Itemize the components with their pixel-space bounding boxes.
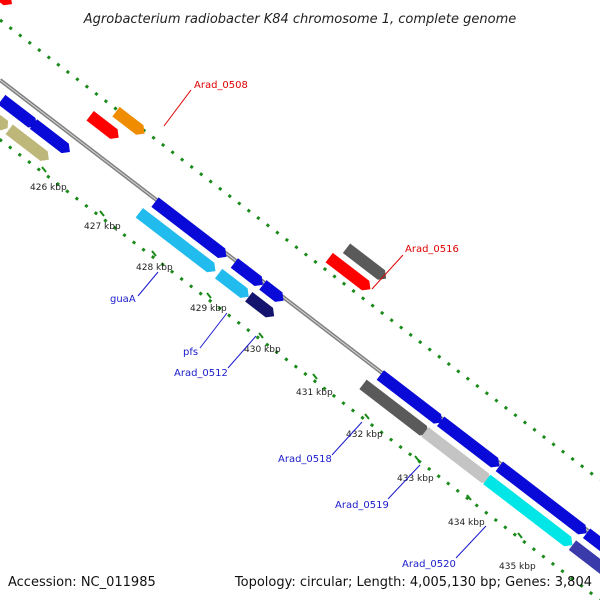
callout-line-arad0508 xyxy=(163,89,192,127)
feature-red-arad0508[interactable] xyxy=(86,111,122,142)
tick-label-430: 430 kbp xyxy=(244,345,281,355)
feature-navy-end[interactable] xyxy=(568,540,600,586)
feature-orange-arad0508[interactable] xyxy=(112,106,148,138)
gene-label-pfs[interactable]: pfs xyxy=(183,347,198,358)
feature-blue-0520[interactable] xyxy=(495,461,591,538)
gene-label-arad0520[interactable]: Arad_0520 xyxy=(402,559,456,570)
feature-red-topleft[interactable] xyxy=(0,0,16,9)
callout-line-arad0512 xyxy=(227,335,257,369)
feature-khaki-1[interactable] xyxy=(0,105,11,133)
callout-line-pfs xyxy=(199,312,228,349)
gene-label-arad0519[interactable]: Arad_0519 xyxy=(335,500,389,511)
feature-blue-0518[interactable] xyxy=(376,370,446,427)
feature-cyan-pfs[interactable] xyxy=(214,268,252,302)
tick-label-435: 435 kbp xyxy=(499,562,536,572)
accession-text: Accession: NC_011985 xyxy=(8,575,156,590)
callout-line-arad0516 xyxy=(371,254,404,290)
map-title: Agrobacterium radiobacter K84 chromosome… xyxy=(83,12,516,27)
feature-grey-arad0516[interactable] xyxy=(342,243,390,283)
feature-lightgrey-0519[interactable] xyxy=(421,427,493,486)
feature-cyan-0520[interactable] xyxy=(483,474,576,550)
gene-label-arad0518[interactable]: Arad_0518 xyxy=(278,454,332,465)
tick-label-431: 431 kbp xyxy=(296,388,333,398)
callout-line-arad0520 xyxy=(455,525,487,559)
gc-content-track-inner xyxy=(0,137,600,600)
feature-blue-end[interactable] xyxy=(582,528,600,573)
gene-label-arad0516[interactable]: Arad_0516 xyxy=(405,244,459,255)
feature-blue-1[interactable] xyxy=(0,94,40,131)
feature-blue-pfs[interactable] xyxy=(230,258,267,289)
feature-red-arad0516[interactable] xyxy=(325,252,375,294)
feature-blue-0512[interactable] xyxy=(259,280,287,305)
feature-khaki-2[interactable] xyxy=(5,124,53,165)
tick-label-433: 433 kbp xyxy=(397,474,434,484)
tick-label-427: 427 kbp xyxy=(84,222,121,232)
gene-label-arad0508[interactable]: Arad_0508 xyxy=(194,80,248,91)
feature-blue-guaA-top[interactable] xyxy=(151,197,230,261)
ruler: 426 kbp 427 kbp 428 kbp 429 kbp 430 kbp … xyxy=(30,166,536,572)
tick-label-432: 432 kbp xyxy=(346,430,383,440)
feature-cyan-guaA[interactable] xyxy=(135,207,219,276)
callout-line-guaA xyxy=(137,271,159,297)
feature-blue-0519[interactable] xyxy=(436,416,503,472)
tick-label-434: 434 kbp xyxy=(448,518,485,528)
feature-darkgrey-0518[interactable] xyxy=(359,379,431,439)
gene-label-arad0512[interactable]: Arad_0512 xyxy=(174,368,228,379)
feature-navy-0512[interactable] xyxy=(245,291,278,321)
gc-skew-track-outer xyxy=(0,18,600,482)
tick-label-426: 426 kbp xyxy=(30,183,67,193)
tick-label-429: 429 kbp xyxy=(190,304,227,314)
callout-line-arad0519 xyxy=(387,464,421,500)
tick-label-428: 428 kbp xyxy=(136,263,173,273)
callout-line-arad0518 xyxy=(331,421,363,456)
genome-summary-text: Topology: circular; Length: 4,005,130 bp… xyxy=(234,575,592,590)
backbone-line-highlight xyxy=(0,79,600,541)
gene-label-guaA[interactable]: guaA xyxy=(110,294,136,305)
feature-blue-2[interactable] xyxy=(29,119,74,157)
